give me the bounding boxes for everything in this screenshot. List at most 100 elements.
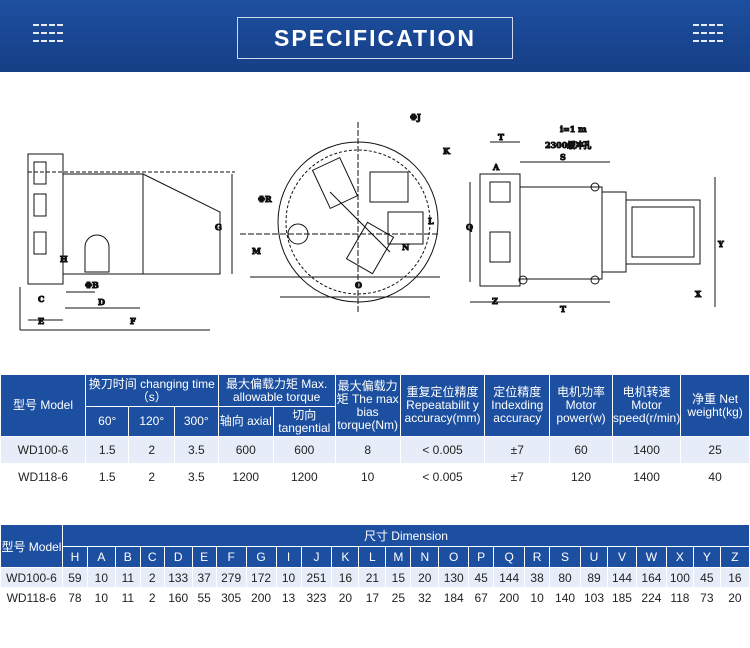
dim-label-m: M [252, 246, 261, 256]
table-cell: 3.5 [174, 436, 219, 464]
dim-column-header: Y [692, 546, 721, 568]
table-cell: 185 [606, 587, 637, 608]
spec-header-bias-torque: 最大偏载力矩 The max bias torque(Nm) [334, 374, 401, 437]
dim-label-y: Y [717, 239, 724, 249]
spec-header-model: 型号 Model [0, 374, 87, 437]
spec-header-tangential: 切向 tangential [272, 406, 336, 437]
dim-column-header: F [215, 546, 247, 568]
table-cell: 140 [549, 587, 582, 608]
spec-header-angle-120: 120° [128, 406, 175, 437]
dim-label-f: F [130, 316, 136, 326]
dim-column-header: O [438, 546, 470, 568]
table-cell: < 0.005 [399, 436, 486, 464]
drawing-svg: G H C E D F ΦB ΦJ K ΦR L M N O T A S Y Q… [19, 112, 725, 331]
dim-label-z: Z [492, 296, 498, 306]
table-cell: 160 [163, 587, 193, 608]
table-cell: 13 [275, 587, 302, 608]
table-cell: 1400 [611, 436, 682, 464]
table-cell: 38 [524, 567, 551, 588]
dim-label-t-top: T [498, 132, 504, 142]
technical-drawings: G H C E D F ΦB ΦJ K ΦR L M N O T A S Y Q… [0, 102, 750, 342]
dim-label-o: O [355, 280, 362, 290]
table-cell: 15 [385, 567, 412, 588]
table-cell: 10 [86, 587, 116, 608]
table-cell: WD100-6 [0, 567, 63, 588]
table-cell: WD100-6 [0, 436, 87, 464]
table-cell: 78 [61, 587, 88, 608]
table-cell: 73 [692, 587, 721, 608]
dim-label-h: H [60, 254, 68, 264]
table-cell: 144 [493, 567, 526, 588]
spec-header-angle-300: 300° [174, 406, 219, 437]
spec-header-max-torque: 最大偏载力矩 Max. allowable torque [217, 374, 336, 407]
dim-column-header: J [300, 546, 333, 568]
table-row: WD118-6 1.5 2 3.5 1200 1200 10 < 0.005 ±… [0, 463, 750, 491]
table-cell: 118 [665, 587, 694, 608]
table-cell: 2 [139, 567, 165, 588]
table-cell: < 0.005 [399, 463, 486, 491]
table-cell: 200 [493, 587, 526, 608]
table-cell: ±7 [484, 463, 551, 491]
decorative-dashes-right [693, 24, 723, 48]
table-cell: 1200 [272, 463, 336, 491]
dim-label-q: Q [466, 222, 473, 232]
table-cell: 67 [468, 587, 495, 608]
dim-label-d: D [98, 297, 105, 307]
dim-column-header: G [245, 546, 277, 568]
table-cell: 279 [215, 567, 247, 588]
table-row: WD100-6 1.5 2 3.5 600 600 8 < 0.005 ±7 6… [0, 436, 750, 464]
table-cell: 172 [245, 567, 277, 588]
dim-label-g: G [215, 222, 222, 232]
table-cell: 100 [665, 567, 694, 588]
dim-column-header: K [331, 546, 360, 568]
dim-label-phib: ΦB [85, 280, 99, 290]
table-cell: 305 [215, 587, 247, 608]
note-label-pitch: i=1 m [560, 124, 587, 134]
table-cell: 21 [358, 567, 387, 588]
table-cell: 1400 [611, 463, 682, 491]
dim-header-model: 型号 Model [0, 524, 63, 568]
page-title: SPECIFICATION [274, 24, 476, 51]
spec-header-motor-speed: 电机转速 Motor speed(r/min) [611, 374, 682, 437]
spec-header-axial: 轴向 axial [217, 406, 274, 437]
table-cell: WD118-6 [0, 463, 87, 491]
table-cell: 11 [114, 567, 141, 588]
dim-column-header: Q [493, 546, 526, 568]
table-cell: 45 [468, 567, 495, 588]
dim-label-t-bottom: T [560, 304, 566, 314]
spec-header-repeatability: 重复定位精度 Repeatabilit y accuracy(mm) [399, 374, 486, 437]
dim-column-header: N [410, 546, 440, 568]
table-cell: 25 [680, 436, 750, 464]
dim-label-x: X [695, 289, 702, 299]
table-cell: 2 [139, 587, 165, 608]
table-cell: 45 [692, 567, 721, 588]
table-cell: 164 [635, 567, 667, 588]
table-cell: 251 [300, 567, 333, 588]
table-cell: ±7 [484, 436, 551, 464]
dim-column-header: X [665, 546, 694, 568]
table-cell: 17 [358, 587, 387, 608]
spec-header-motor-power: 电机功率 Motor power(w) [549, 374, 613, 437]
table-cell: 37 [191, 567, 217, 588]
table-cell: 1.5 [85, 463, 130, 491]
spec-header-changing-time: 换刀时间 changing time（s） [85, 374, 219, 407]
dim-column-header: S [549, 546, 582, 568]
dim-column-header: P [468, 546, 495, 568]
dim-label-l: L [428, 216, 434, 226]
dim-label-e: E [38, 316, 44, 326]
table-cell: 600 [217, 436, 274, 464]
table-cell: 20 [331, 587, 360, 608]
table-cell: 10 [334, 463, 401, 491]
table-cell: 25 [385, 587, 412, 608]
dim-column-header: I [275, 546, 302, 568]
title-frame: SPECIFICATION [237, 17, 513, 59]
table-cell: 20 [719, 587, 750, 608]
spec-header-indexing: 定位精度 Indexding accuracy [484, 374, 551, 437]
table-cell: 600 [272, 436, 336, 464]
dim-label-k: K [443, 146, 451, 156]
spec-header-net-weight: 净重 Net weight(kg) [680, 374, 750, 437]
front-view-drawing [240, 122, 440, 312]
